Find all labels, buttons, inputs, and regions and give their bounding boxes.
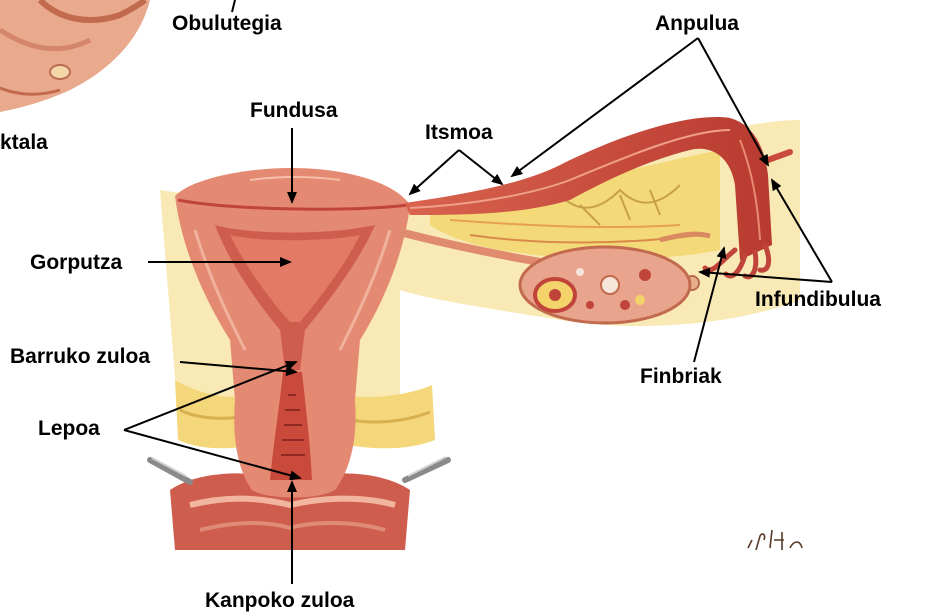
label-kanpoko-zuloa: Kanpoko zuloa <box>205 590 354 611</box>
artist-signature <box>748 530 802 550</box>
cropped-ovary-fragment <box>0 0 150 112</box>
label-infundibulua: Infundibulua <box>755 289 881 310</box>
label-obulutegia: Obulutegia <box>172 13 282 34</box>
label-ktala: ktala <box>0 132 48 153</box>
label-anpulua: Anpulua <box>655 13 739 34</box>
label-fundusa: Fundusa <box>250 100 338 121</box>
ovary <box>520 247 690 323</box>
label-gorputza: Gorputza <box>30 252 122 273</box>
arrow-itsmoa-right <box>459 150 502 184</box>
label-itsmoa: Itsmoa <box>425 122 493 143</box>
arrow-obulutegia <box>232 0 235 12</box>
label-barruko-zuloa: Barruko zuloa <box>10 346 150 367</box>
arrow-itsmoa-left <box>410 150 459 194</box>
label-finbriak: Finbriak <box>640 366 722 387</box>
label-lepoa: Lepoa <box>38 418 100 439</box>
